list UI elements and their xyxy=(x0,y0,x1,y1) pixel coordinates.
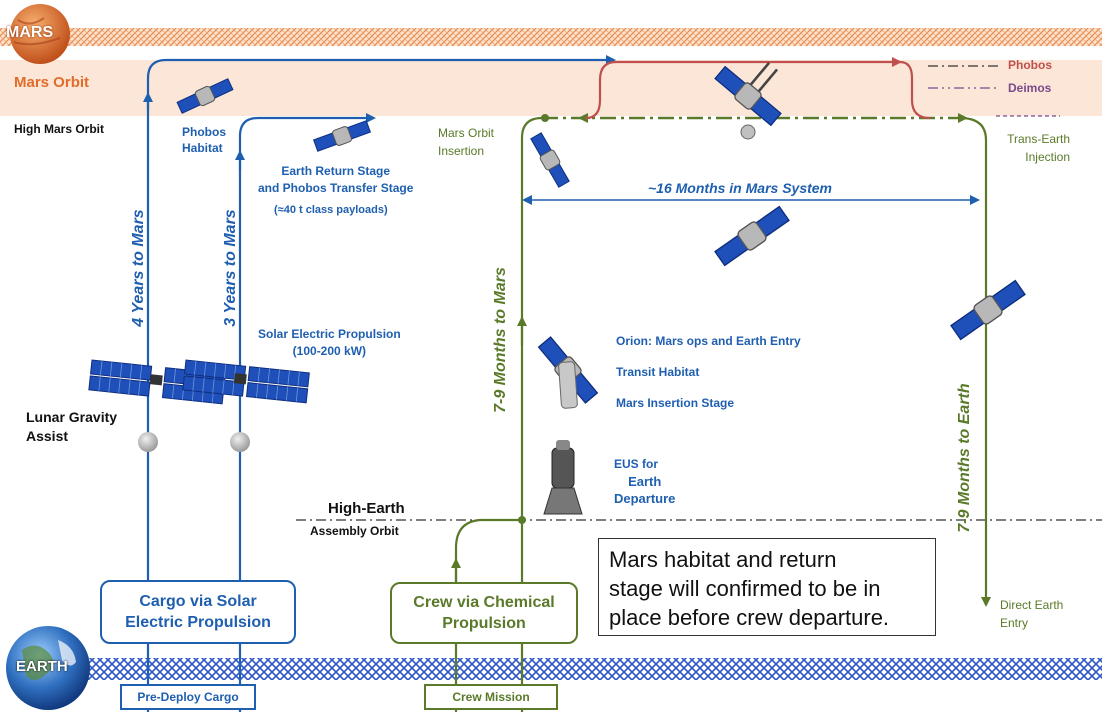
high-mars-orbit-label: High Mars Orbit xyxy=(14,122,105,136)
phobos-label: Phobos xyxy=(1008,58,1052,72)
rocket-stage-icon xyxy=(543,440,583,515)
crew-to-mars-duration-label: 7-9 Months to Mars xyxy=(492,267,509,413)
orion-label: Orion: Mars ops and Earth Entry xyxy=(616,334,801,348)
mars-badge: MARS xyxy=(6,24,54,41)
assembly-orbit-label: Assembly Orbit xyxy=(310,524,399,538)
crew-path-to-mars xyxy=(520,116,543,712)
payload-class-label: (≈40 t class payloads) xyxy=(274,204,388,216)
spacecraft-icon xyxy=(528,131,572,189)
sep-label: Solar Electric Propulsion(100-200 kW) xyxy=(258,327,401,358)
moon-icon xyxy=(230,432,250,452)
moon-icon xyxy=(138,432,158,452)
cargo-path-high-mars xyxy=(238,113,376,712)
cargo-path-phobos xyxy=(146,55,616,712)
mars-surface-band xyxy=(0,28,1102,46)
spacecraft-icon xyxy=(948,277,1028,343)
spacecraft-icon xyxy=(312,118,372,154)
solar-array-icon xyxy=(182,359,310,404)
spacecraft-icon xyxy=(712,61,784,129)
mars-orbit-label: Mars Orbit xyxy=(14,74,90,91)
crew-mission-tag: Crew Mission xyxy=(424,684,558,710)
three-years-label: 3 Years to Mars xyxy=(222,209,239,327)
four-years-label: 4 Years to Mars xyxy=(130,209,147,327)
crew-to-earth-duration-label: 7-9 Months to Earth xyxy=(956,383,973,533)
earth-surface-band xyxy=(60,658,1102,680)
mars-planet-icon xyxy=(10,4,70,64)
high-earth-label: High-Earth xyxy=(328,500,405,517)
earth-badge: EARTH xyxy=(16,658,68,675)
earth-planet-icon xyxy=(6,626,90,710)
spacecraft-icon xyxy=(712,203,792,269)
pre-deploy-cargo-tag: Pre-Deploy Cargo xyxy=(120,684,256,710)
mars-insertion-stage-label: Mars Insertion Stage xyxy=(616,396,735,410)
phobos-excursion-path xyxy=(585,57,902,120)
transit-habitat-label: Transit Habitat xyxy=(616,365,700,379)
solar-array-icon xyxy=(88,359,226,405)
mars-system-duration-label: ~16 Months in Mars System xyxy=(648,180,833,196)
crew-path-to-heo xyxy=(454,518,520,712)
deimos-label: Deimos xyxy=(1008,81,1052,95)
